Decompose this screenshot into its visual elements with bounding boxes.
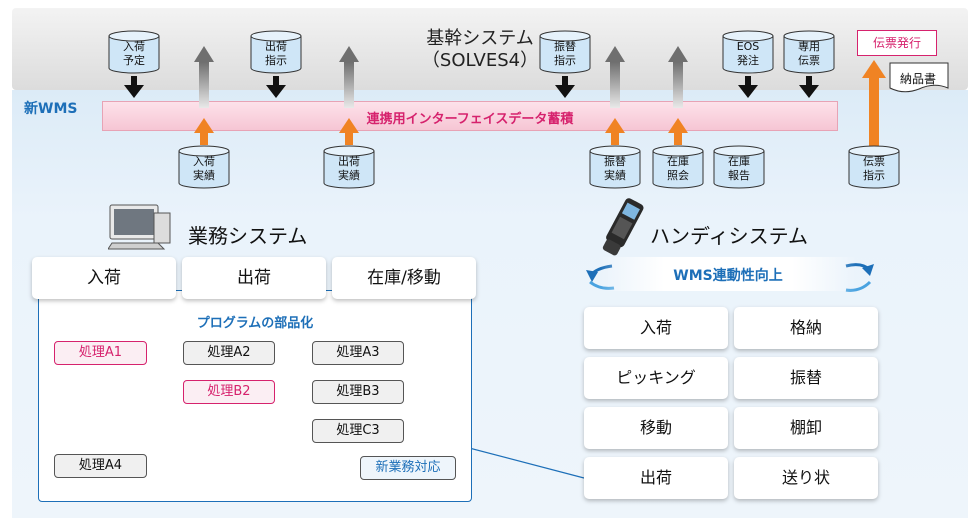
- wms-link-ribbon-label: WMS連動性向上: [673, 268, 783, 284]
- new-business-support: 新業務対応: [360, 456, 456, 480]
- cylinder-line2: 照会: [667, 169, 689, 182]
- down-arrow-icon: [555, 76, 575, 98]
- handy-fn-shukka[interactable]: 出荷: [584, 457, 728, 499]
- delivery-note-document: 納品書: [889, 62, 949, 94]
- cylinder-line1: 伝票: [863, 155, 885, 168]
- core-system-title-line1: 基幹システム: [426, 28, 534, 49]
- orange-up-arrow-icon: [339, 118, 359, 145]
- handy-fn-kakuno[interactable]: 格納: [734, 307, 878, 349]
- cylinder-line2: 発注: [737, 54, 759, 67]
- cylinder-line2: 実績: [338, 169, 360, 182]
- cylinder-line2: 指示: [554, 54, 576, 67]
- process-a1: 処理A1: [54, 341, 147, 365]
- cylinder-line1: 在庫: [728, 155, 750, 168]
- cylinder-zaiko-shokai: 在庫照会: [652, 145, 704, 189]
- down-arrow-icon: [124, 76, 144, 98]
- desktop-pc-icon: [108, 204, 171, 250]
- cylinder-senyo-denpyo: 専用伝票: [783, 30, 835, 74]
- tab-zaiko-ido[interactable]: 在庫/移動: [332, 257, 476, 299]
- orange-up-arrow-icon: [605, 118, 625, 145]
- orange-up-arrow-icon: [668, 118, 688, 145]
- cylinder-line1: EOS: [736, 40, 760, 53]
- cylinder-denpyo-shiji: 伝票指示: [848, 145, 900, 189]
- document-icon: [889, 62, 949, 93]
- process-a2: 処理A2: [183, 341, 275, 365]
- handy-fn-furikae[interactable]: 振替: [734, 357, 878, 399]
- core-system-title: 基幹システム （SOLVES4）: [380, 28, 580, 72]
- down-arrow-icon: [266, 76, 286, 98]
- tab-shukka[interactable]: 出荷: [182, 257, 326, 299]
- process-a4: 処理A4: [54, 454, 147, 478]
- cylinder-line2: 指示: [863, 169, 885, 182]
- slip-issue-arrow-icon: [862, 60, 886, 147]
- program-parts-label: プログラムの部品化: [196, 316, 314, 331]
- interface-data-bar-label: 連携用インターフェイスデータ蓄積: [366, 112, 574, 127]
- cylinder-shukka-jisseki: 出荷実績: [323, 145, 375, 189]
- up-arrow-icon: [194, 46, 214, 108]
- up-arrow-icon: [668, 46, 688, 108]
- cylinder-line1: 入荷: [193, 155, 215, 168]
- handy-fn-picking[interactable]: ピッキング: [584, 357, 728, 399]
- cylinder-line2: 実績: [604, 169, 626, 182]
- cylinder-shukka-shiji: 出荷指示: [250, 30, 302, 74]
- cylinder-line2: 伝票: [798, 54, 820, 67]
- cylinder-line2: 指示: [265, 54, 287, 67]
- process-b2: 処理B2: [183, 380, 275, 404]
- cylinder-zaiko-hokoku: 在庫報告: [713, 145, 765, 189]
- process-c3: 処理C3: [312, 419, 404, 443]
- new-wms-label: 新WMS: [24, 101, 78, 117]
- down-arrow-icon: [799, 76, 819, 98]
- cylinder-furikae-shiji: 振替指示: [539, 30, 591, 74]
- cylinder-line1: 振替: [604, 155, 626, 168]
- cylinder-line1: 在庫: [667, 155, 689, 168]
- delivery-note-label: 納品書: [899, 72, 936, 86]
- up-arrow-icon: [339, 46, 359, 108]
- core-system-title-line2: （SOLVES4）: [421, 50, 539, 71]
- cylinder-line1: 出荷: [265, 40, 287, 53]
- cylinder-line1: 入荷: [123, 40, 145, 53]
- cylinder-nyuka-jisseki: 入荷実績: [178, 145, 230, 189]
- handy-fn-ido[interactable]: 移動: [584, 407, 728, 449]
- cylinder-line1: 専用: [798, 40, 820, 53]
- orange-up-arrow-icon: [194, 118, 214, 145]
- cylinder-nyuka-yotei: 入荷予定: [108, 30, 160, 74]
- gyomu-system-title: 業務システム: [188, 224, 308, 248]
- cylinder-line1: 振替: [554, 40, 576, 53]
- cylinder-line2: 予定: [123, 54, 145, 67]
- process-a3: 処理A3: [312, 341, 404, 365]
- handy-system-title: ハンディシステム: [650, 224, 808, 248]
- tab-nyuka[interactable]: 入荷: [32, 257, 176, 299]
- slip-issue-box: 伝票発行: [857, 30, 937, 56]
- wms-link-ribbon: [600, 257, 856, 291]
- handy-fn-tanaoroshi[interactable]: 棚卸: [734, 407, 878, 449]
- handy-terminal-icon: [602, 198, 644, 256]
- process-b3: 処理B3: [312, 380, 404, 404]
- handy-fn-okurijo[interactable]: 送り状: [734, 457, 878, 499]
- cylinder-line1: 出荷: [338, 155, 360, 168]
- up-arrow-icon: [605, 46, 625, 108]
- interface-data-bar: [102, 101, 838, 131]
- cylinder-line2: 実績: [193, 169, 215, 182]
- cylinder-furikae-jisseki: 振替実績: [589, 145, 641, 189]
- down-arrow-icon: [738, 76, 758, 98]
- cylinder-line2: 報告: [728, 169, 750, 182]
- handy-fn-nyuka[interactable]: 入荷: [584, 307, 728, 349]
